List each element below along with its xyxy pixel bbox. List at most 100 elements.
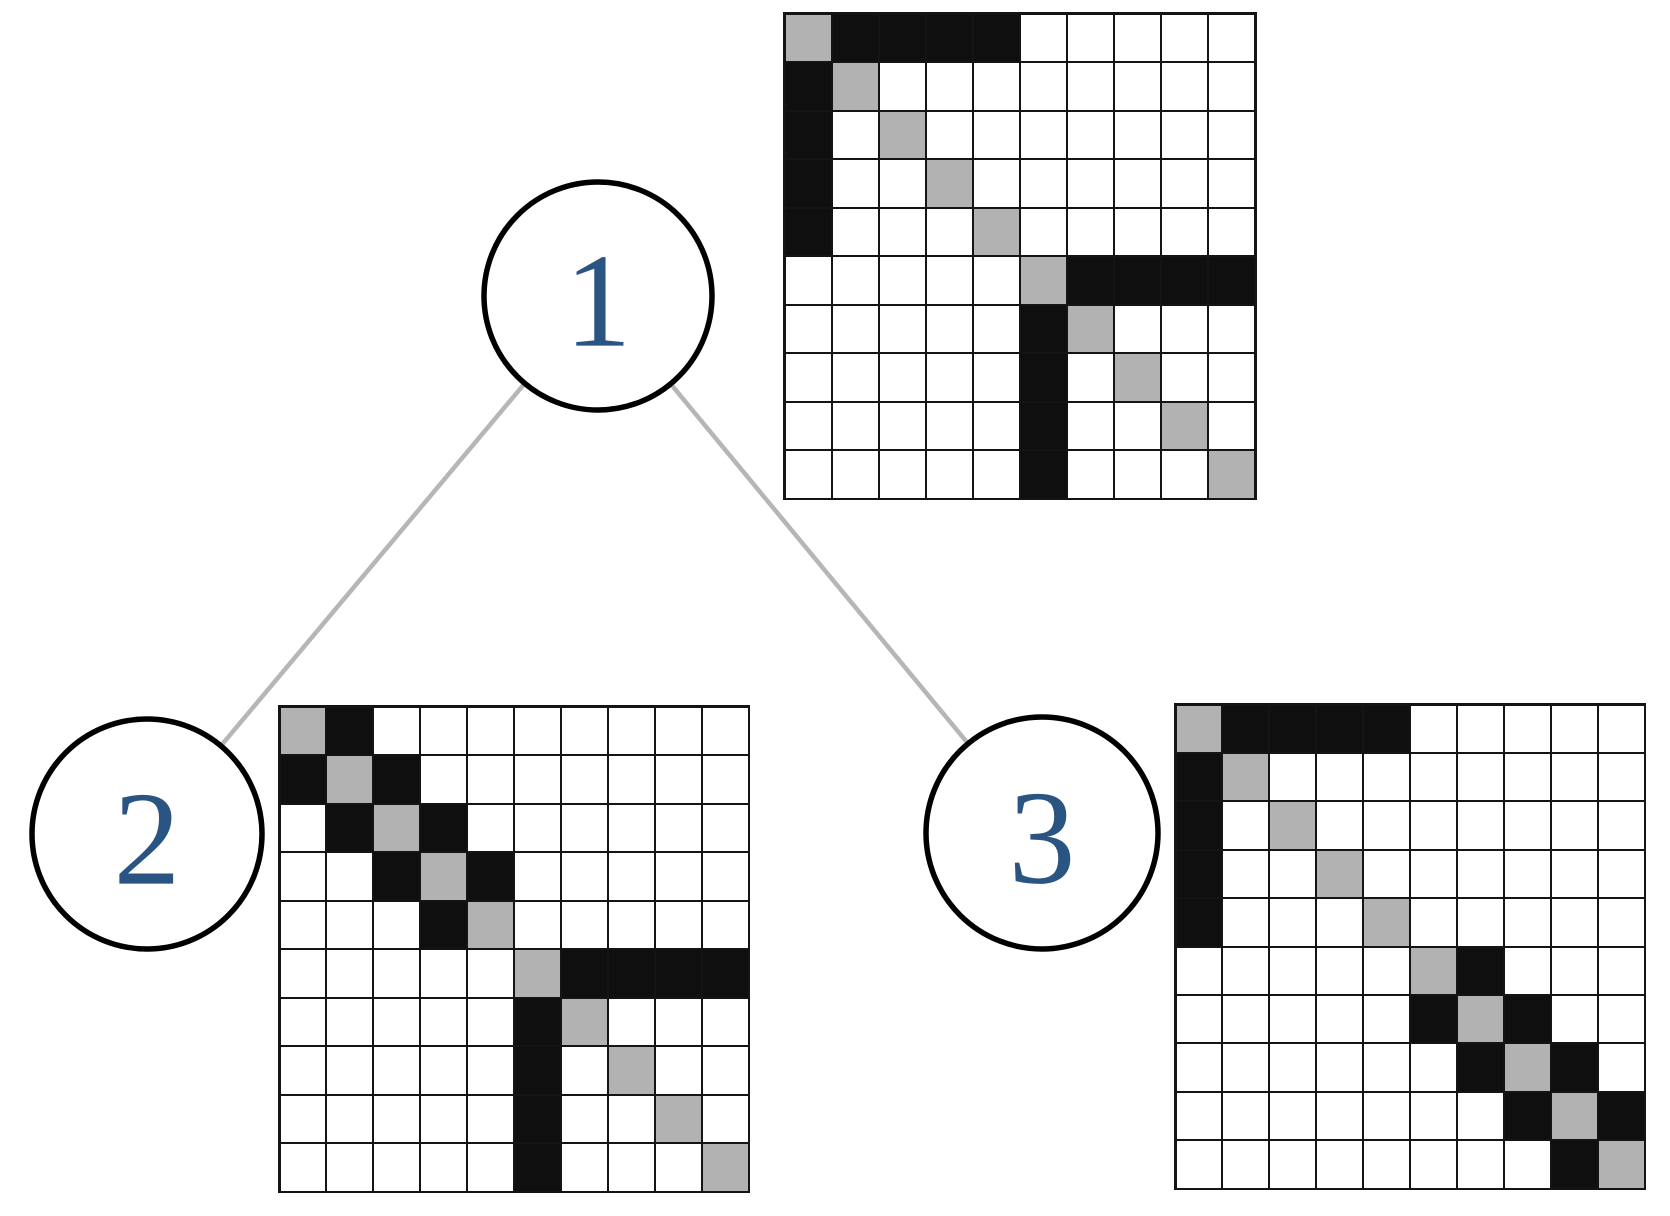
matrix-node-2-cell-r5-c3-white — [421, 950, 467, 997]
matrix-node-1-cell-r7-c8-white — [1162, 354, 1208, 401]
matrix-node-3-cell-r6-c3-white — [1317, 995, 1363, 1043]
matrix-node-2-cell-r3-c8-white — [655, 853, 701, 900]
matrix-node-1-cell-r9-c6-white — [1068, 451, 1114, 498]
matrix-node-2-cell-r6-c4-white — [468, 998, 513, 1045]
matrix-node-1-cell-r5-c1-white — [832, 257, 878, 304]
matrix-node-2-cell-r2-c2-gray — [374, 804, 420, 851]
matrix-node-3-cell-r5-c3-white — [1317, 947, 1363, 994]
matrix-node-3-cell-r5-c9-white — [1598, 947, 1644, 994]
matrix-node-1-cell-r5-c4-white — [973, 257, 1019, 304]
matrix-node-2-cell-r2-c1-black — [327, 804, 373, 851]
matrix-node-1-cell-r8-c2-white — [879, 402, 925, 449]
matrix-node-2-cell-r0-c6-white — [561, 707, 607, 754]
matrix-node-3-cell-r0-c0-gray — [1176, 705, 1222, 752]
matrix-node-2-cell-r3-c5-white — [515, 853, 560, 900]
matrix-node-3-cell-r6-c9-white — [1598, 995, 1644, 1043]
matrix-node-2-cell-r0-c7-white — [608, 707, 654, 754]
matrix-node-2-cell-r3-c7-white — [608, 853, 654, 900]
matrix-node-2-cell-r1-c0-black — [280, 756, 326, 803]
matrix-node-1-cell-r7-c2-white — [879, 354, 925, 401]
matrix-node-2-cell-r2-c6-white — [561, 804, 607, 851]
matrix-node-2-cell-r8-c1-white — [327, 1095, 373, 1142]
matrix-node-3-cell-r0-c8-white — [1551, 705, 1597, 752]
matrix-node-1-cell-r5-c9-black — [1209, 257, 1255, 304]
matrix-node-3-cell-r0-c7-white — [1504, 705, 1550, 752]
matrix-node-1-cell-r0-c4-black — [973, 14, 1019, 61]
matrix-node-3-cell-r7-c5-white — [1411, 1044, 1456, 1091]
matrix-node-3-cell-r6-c7-black — [1504, 995, 1550, 1043]
matrix-node-2-cell-r1-c8-white — [655, 756, 701, 803]
matrix-node-1-cell-r3-c6-white — [1068, 160, 1114, 207]
matrix-node-3-cell-r0-c9-white — [1598, 705, 1644, 752]
matrix-node-1-cell-r3-c9-white — [1209, 160, 1255, 207]
matrix-node-1-cell-r6-c5-black — [1020, 305, 1067, 352]
matrix-node-1-cell-r6-c2-white — [879, 305, 925, 352]
matrix-node-1-cell-r1-c0-black — [785, 63, 831, 110]
matrix-node-3-cell-r7-c0-white — [1176, 1044, 1222, 1091]
matrix-node-2-cell-r2-c7-white — [608, 804, 654, 851]
matrix-node-2-cell-r3-c9-white — [702, 853, 748, 900]
matrix-node-3-cell-r4-c3-white — [1317, 899, 1363, 946]
matrix-node-1-cell-r4-c7-white — [1115, 208, 1161, 255]
matrix-node-3-cell-r1-c4-white — [1364, 753, 1409, 801]
matrix-node-3-cell-r3-c1-white — [1223, 850, 1269, 898]
matrix-node-3-cell-r3-c6-white — [1457, 850, 1503, 898]
matrix-node-1-cell-r5-c7-black — [1115, 257, 1161, 304]
matrix-node-1-cell-r0-c7-white — [1115, 14, 1161, 61]
matrix-node-1-cell-r3-c3-gray — [926, 160, 972, 207]
matrix-node-1-cell-r2-c3-white — [926, 111, 972, 158]
matrix-node-2-cell-r0-c5-white — [515, 707, 560, 754]
matrix-node-3-cell-r6-c2-white — [1270, 995, 1316, 1043]
matrix-node-2-cell-r0-c8-white — [655, 707, 701, 754]
matrix-node-2-cell-r5-c5-gray — [515, 950, 560, 997]
matrix-node-3-cell-r2-c5-white — [1411, 802, 1456, 849]
matrix-node-3-cell-r8-c2-white — [1270, 1092, 1316, 1140]
matrix-node-1-cell-r6-c3-white — [926, 305, 972, 352]
matrix-node-3-cell-r2-c9-white — [1598, 802, 1644, 849]
matrix-node-3-cell-r5-c5-gray — [1411, 947, 1456, 994]
matrix-node-1-cell-r5-c8-black — [1162, 257, 1208, 304]
matrix-node-3-cell-r0-c3-black — [1317, 705, 1363, 752]
matrix-node-1-cell-r1-c6-white — [1068, 63, 1114, 110]
matrix-node-1-cell-r0-c3-black — [926, 14, 972, 61]
matrix-node-1-cell-r8-c7-white — [1115, 402, 1161, 449]
matrix-node-1-cell-r5-c3-white — [926, 257, 972, 304]
matrix-node-3-cell-r3-c2-white — [1270, 850, 1316, 898]
matrix-node-2-cell-r7-c8-white — [655, 1047, 701, 1094]
matrix-node-1-cell-r0-c1-black — [832, 14, 878, 61]
matrix-node-1-cell-r9-c9-gray — [1209, 451, 1255, 498]
matrix-node-2-cell-r5-c1-white — [327, 950, 373, 997]
matrix-node-3-cell-r8-c1-white — [1223, 1092, 1269, 1140]
matrix-node-1-cell-r3-c8-white — [1162, 160, 1208, 207]
matrix-node-1-cell-r5-c6-black — [1068, 257, 1114, 304]
matrix-node-1-cell-r0-c0-gray — [785, 14, 831, 61]
tree-node-3-circle — [923, 714, 1161, 952]
matrix-node-3-cell-r4-c2-white — [1270, 899, 1316, 946]
matrix-node-1-cell-r7-c7-gray — [1115, 354, 1161, 401]
matrix-node-3-cell-r5-c6-black — [1457, 947, 1503, 994]
matrix-node-3-cell-r1-c8-white — [1551, 753, 1597, 801]
matrix-node-1-cell-r8-c3-white — [926, 402, 972, 449]
matrix-node-1-cell-r9-c2-white — [879, 451, 925, 498]
matrix-node-1-cell-r9-c3-white — [926, 451, 972, 498]
matrix-node-3-cell-r4-c1-white — [1223, 899, 1269, 946]
matrix-node-1-cell-r9-c8-white — [1162, 451, 1208, 498]
matrix-node-2-cell-r1-c2-black — [374, 756, 420, 803]
matrix-node-2-cell-r1-c9-white — [702, 756, 748, 803]
matrix-node-2-cell-r4-c9-white — [702, 901, 748, 948]
matrix-node-1-cell-r9-c0-white — [785, 451, 831, 498]
matrix-node-2-cell-r4-c4-gray — [468, 901, 513, 948]
matrix-node-3-cell-r6-c5-black — [1411, 995, 1456, 1043]
matrix-node-3-cell-r4-c9-white — [1598, 899, 1644, 946]
matrix-node-3-cell-r1-c1-gray — [1223, 753, 1269, 801]
matrix-node-2-cell-r9-c0-white — [280, 1144, 326, 1191]
matrix-node-3-cell-r0-c5-white — [1411, 705, 1456, 752]
matrix-node-3-cell-r6-c0-white — [1176, 995, 1222, 1043]
matrix-node-3-cell-r4-c8-white — [1551, 899, 1597, 946]
matrix-node-1-cell-r7-c0-white — [785, 354, 831, 401]
matrix-node-3-cell-r9-c9-gray — [1598, 1141, 1644, 1188]
matrix-node-3-cell-r1-c7-white — [1504, 753, 1550, 801]
matrix-node-2-cell-r9-c2-white — [374, 1144, 420, 1191]
matrix-node-2-cell-r2-c8-white — [655, 804, 701, 851]
matrix-node-1-cell-r4-c9-white — [1209, 208, 1255, 255]
